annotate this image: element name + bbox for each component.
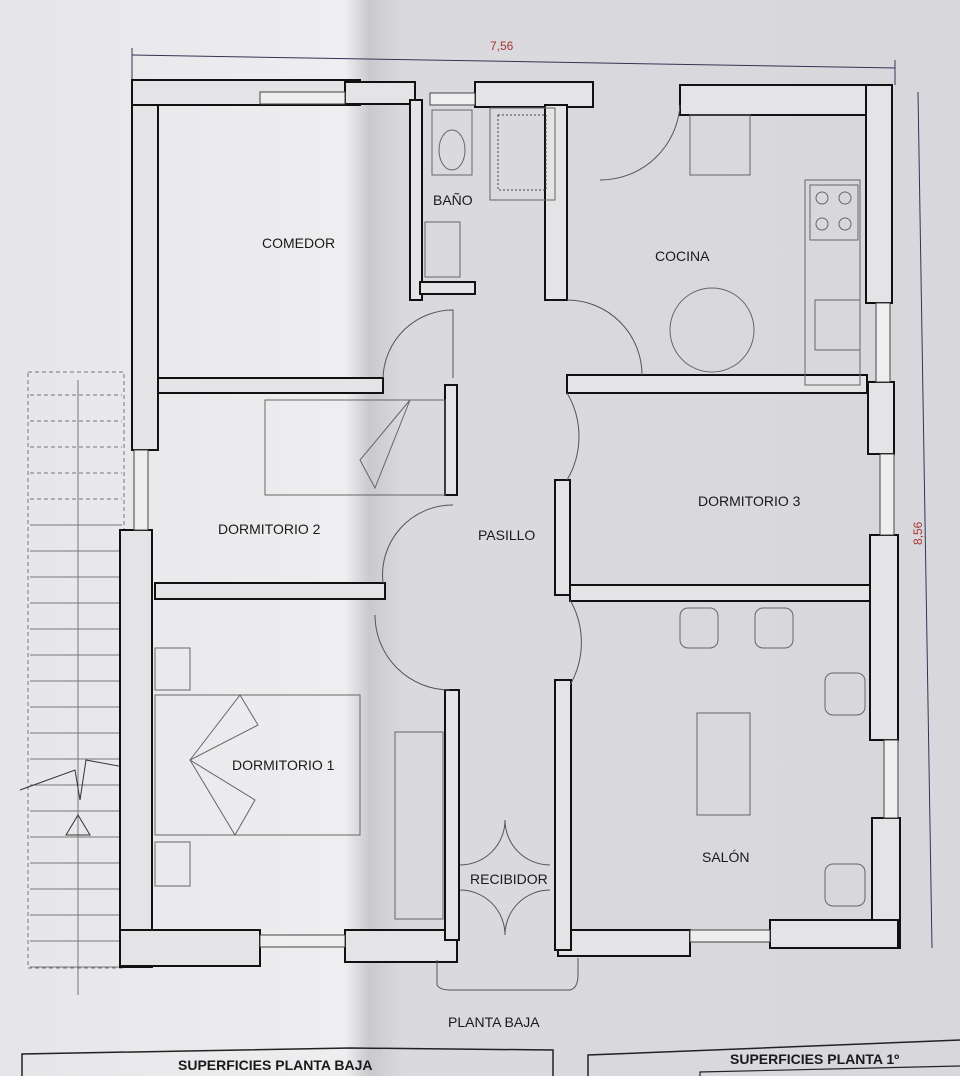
surface-table-left: SUPERFICIES PLANTA BAJA [21, 1047, 554, 1076]
toilet [431, 109, 473, 176]
doors [374, 104, 681, 991]
room-label-comedor: COMEDOR [262, 235, 335, 251]
sink [424, 221, 461, 278]
armchair [754, 607, 794, 649]
plan-title: PLANTA BAJA [448, 1014, 540, 1030]
room-label-bano: BAÑO [433, 192, 473, 208]
furniture [154, 107, 866, 920]
dimension-width: 7,56 [131, 39, 896, 85]
bed-2 [264, 399, 446, 496]
surface-table-right: SUPERFICIES PLANTA 1º [587, 1039, 960, 1076]
windows [133, 91, 899, 948]
wardrobe [394, 731, 444, 920]
surface-table-right-title: SUPERFICIES PLANTA 1º [730, 1051, 899, 1067]
coffee-table [696, 712, 751, 816]
armchair [824, 863, 866, 907]
interior-walls [154, 99, 871, 951]
armchair [824, 672, 866, 716]
dimension-height: 8,56 [911, 91, 933, 949]
room-label-salon: SALÓN [702, 849, 749, 865]
bed-1 [154, 694, 361, 836]
room-label-dormitorio-1: DORMITORIO 1 [232, 757, 335, 773]
kitchen-counter [804, 179, 861, 386]
surface-table-left-title: SUPERFICIES PLANTA BAJA [178, 1057, 372, 1073]
armchair [679, 607, 719, 649]
kitchen-table [669, 287, 755, 373]
room-labels: COMEDOR BAÑO COCINA DORMITORIO 2 PASILLO… [218, 192, 801, 887]
room-label-dormitorio-3: DORMITORIO 3 [698, 493, 801, 509]
shower-tray [489, 107, 556, 201]
width-dimension-label: 7,56 [490, 39, 514, 53]
stove [809, 184, 859, 241]
room-label-cocina: COCINA [655, 248, 710, 264]
stairs [19, 371, 141, 995]
room-label-dormitorio-2: DORMITORIO 2 [218, 521, 321, 537]
kitchen-cabinet [689, 114, 751, 176]
kitchen-sink [814, 299, 861, 351]
height-dimension-label: 8,56 [911, 521, 925, 545]
room-label-recibidor: RECIBIDOR [470, 871, 548, 887]
room-label-pasillo: PASILLO [478, 527, 535, 543]
